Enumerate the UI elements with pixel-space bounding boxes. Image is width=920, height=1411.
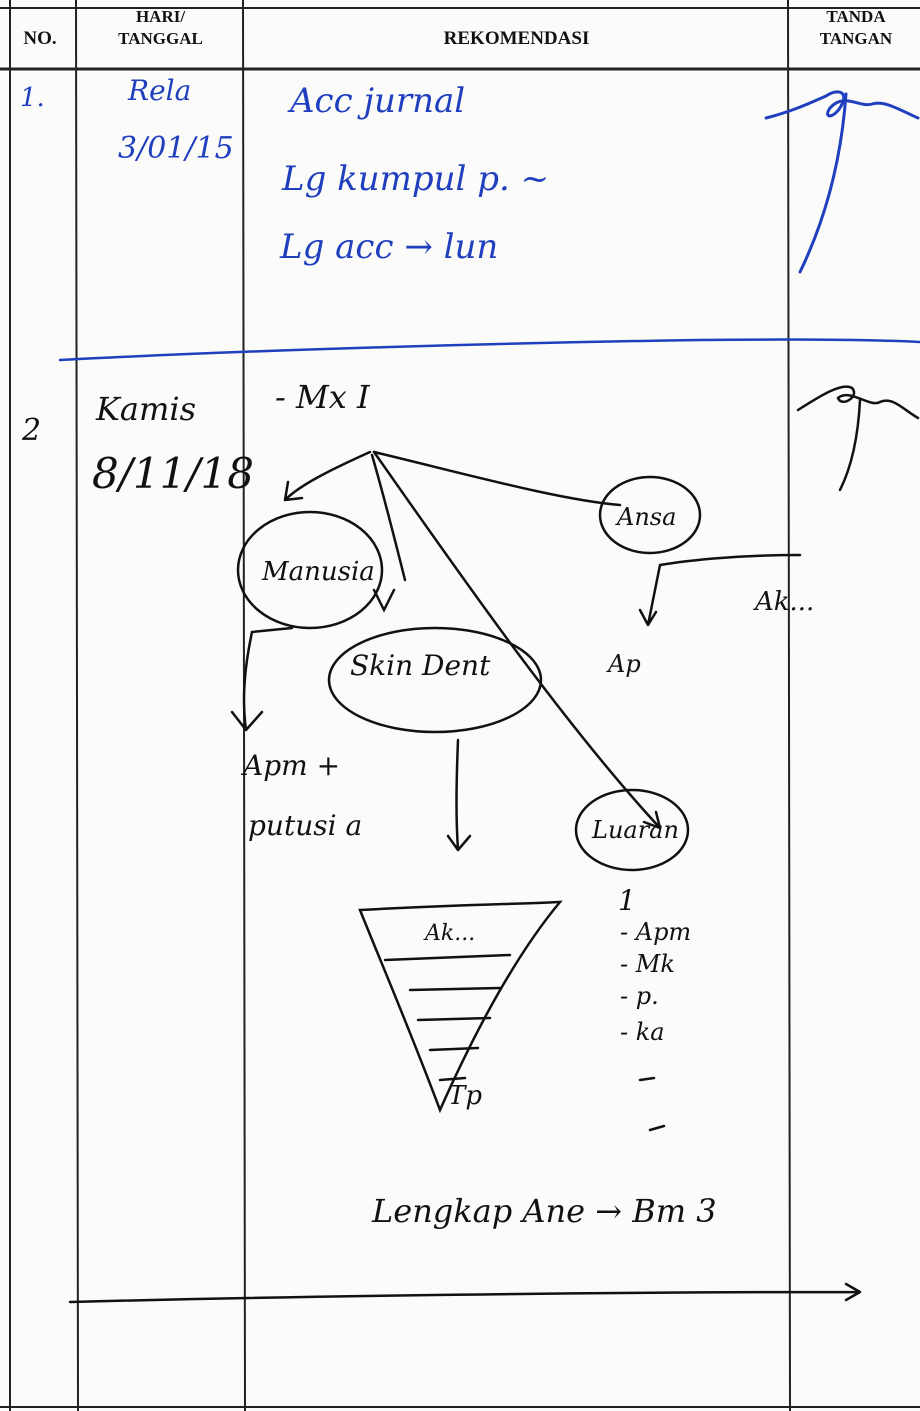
arrow-skin-dent-down (446, 738, 472, 852)
entry-1-signature (764, 90, 920, 274)
entry-2-date-line2: 8/11/18 (92, 449, 254, 498)
header-no-label: NO. (23, 28, 57, 49)
node-skin-dent (327, 626, 543, 734)
entry-1-separator (58, 338, 920, 362)
arrow-to-luaran (372, 450, 662, 830)
left-note-2: putusi a (248, 809, 362, 842)
entry-2-rec-title: - Mx I (275, 378, 371, 416)
header-hari-tanggal: HARI/ TANGGAL (78, 6, 243, 50)
header-tanggal-label: TANGGAL (118, 29, 203, 48)
left-note-1: Apm + (240, 749, 340, 782)
luaran-list-num: 1 (618, 884, 636, 917)
funnel-tip-label: Tp (448, 1081, 482, 1111)
entry-1-no: 1. (20, 83, 45, 113)
node-ansa-label: Ansa (615, 503, 676, 531)
header-tanda-tangan: TANDA TANGAN (792, 6, 920, 50)
entry-2-conclusion: Lengkap Ane → Bm 3 (371, 1192, 717, 1230)
luaran-list-dashes (638, 1076, 666, 1132)
entry-1: 1. Rela 3/01/15 Acc jurnal Lg kumpul p. … (20, 74, 920, 362)
entry-2-separator (68, 1282, 862, 1304)
entry-1-date-line1: Rela (127, 74, 191, 107)
entry-2: 2 Kamis 8/11/18 - Mx I Manusia Skin Dent… (21, 378, 920, 1304)
header-rekomendasi: REKOMENDASI (245, 28, 788, 50)
luaran-list-1: - Apm (620, 918, 691, 946)
ansa-branch-right: Ak... (753, 587, 814, 617)
luaran-list-4: - ka (620, 1018, 665, 1046)
mark-v-1 (372, 588, 396, 613)
luaran-list-2: - Mk (620, 950, 675, 978)
entry-1-rec-2: Lg kumpul p. ~ (281, 159, 549, 199)
funnel-top-label: Ak... (423, 921, 475, 946)
header-tanda-label: TANDA (826, 7, 886, 26)
arrow-to-manusia (283, 450, 372, 502)
entry-1-date-line2: 3/01/15 (118, 131, 234, 166)
node-manusia-label: Manusia (261, 557, 375, 587)
arrow-down-v (370, 453, 407, 582)
header-rekomendasi-label: REKOMENDASI (443, 28, 590, 49)
entry-1-rec-3: Lg acc → lun (279, 227, 498, 267)
entry-2-signature (796, 385, 920, 492)
arrow-to-ansa (372, 450, 622, 507)
funnel-lines (383, 953, 512, 1082)
entry-2-date-line1: Kamis (95, 390, 196, 428)
luaran-list-3: - p. (620, 982, 659, 1010)
entry-2-no: 2 (21, 413, 41, 448)
funnel-triangle (358, 900, 563, 1114)
entry-1-rec-1: Acc jurnal (287, 81, 465, 121)
ansa-branch-down: Ap (606, 650, 641, 678)
ansa-branch (638, 553, 802, 627)
header-hari-label: HARI/ (135, 7, 186, 26)
header-no: NO. (10, 28, 70, 50)
node-skin-dent-label: Skin Dent (350, 649, 491, 682)
node-luaran (574, 788, 690, 872)
node-luaran-label: Luaran (591, 816, 679, 844)
node-ansa (598, 475, 702, 555)
node-manusia (236, 510, 384, 630)
arrow-manusia-down (230, 626, 294, 732)
header-tangan-label: TANGAN (819, 29, 893, 48)
